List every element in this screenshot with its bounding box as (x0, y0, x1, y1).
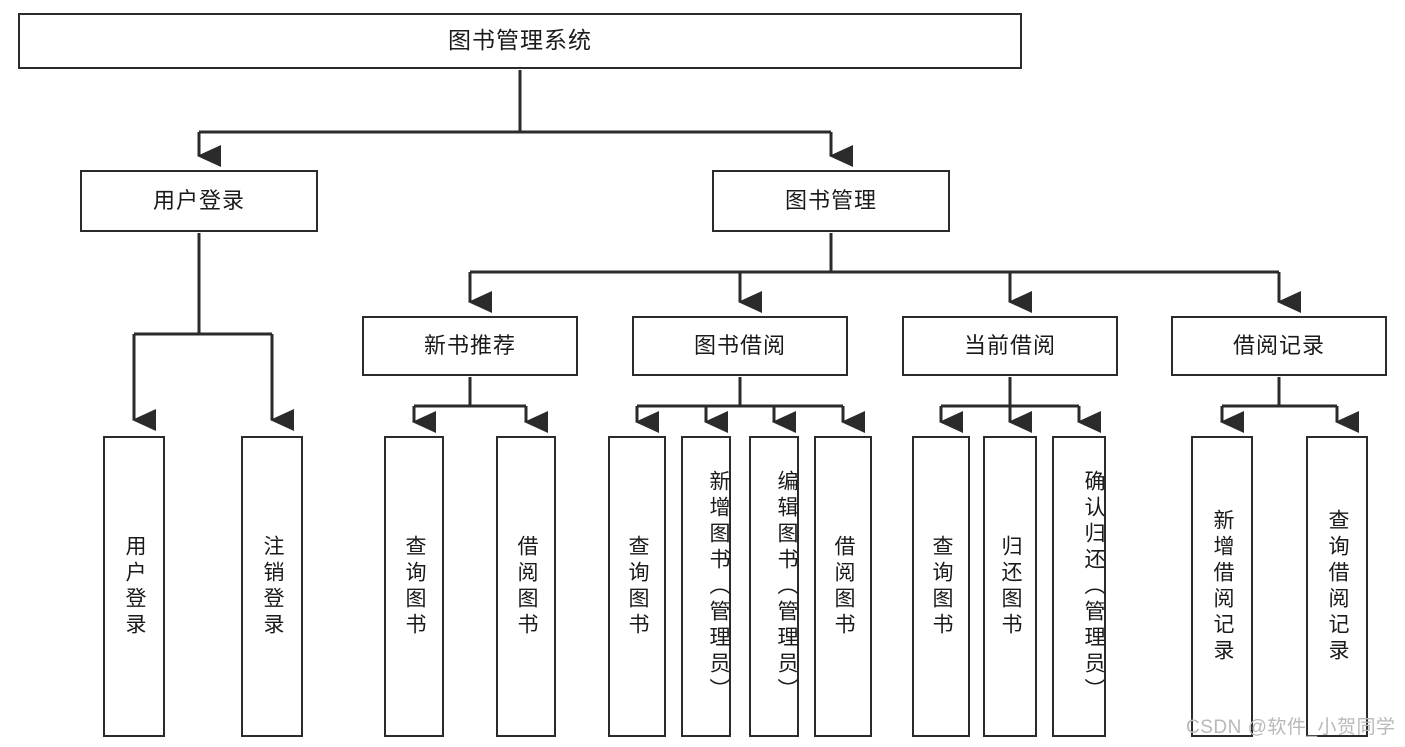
leaf-user-login[interactable]: 用户登录 (103, 436, 165, 737)
node-label: 图书管理系统 (448, 27, 592, 54)
node-label: 借阅图书 (515, 534, 539, 639)
node-label: 查询图书 (626, 534, 650, 639)
node-current-borrow[interactable]: 当前借阅 (902, 316, 1118, 376)
leaf-edit-book[interactable]: 编辑图书（管理员） (749, 436, 799, 737)
leaf-query-book-2[interactable]: 查询图书 (608, 436, 666, 737)
node-label: 查询图书 (403, 534, 427, 639)
leaf-confirm-return[interactable]: 确认归还（管理员） (1052, 436, 1106, 737)
node-borrow-record[interactable]: 借阅记录 (1171, 316, 1387, 376)
leaf-user-logout[interactable]: 注销登录 (241, 436, 303, 737)
node-label: 查询图书 (930, 534, 954, 639)
node-label: 查询借阅记录 (1326, 508, 1350, 665)
node-label: 归还图书 (999, 534, 1023, 639)
leaf-query-book-1[interactable]: 查询图书 (384, 436, 444, 737)
node-label: 借阅记录 (1232, 332, 1325, 358)
node-label: 图书管理 (784, 187, 877, 213)
node-label: 编辑图书（管理员） (775, 469, 798, 704)
leaf-add-record[interactable]: 新增借阅记录 (1191, 436, 1253, 737)
leaf-borrow-book-2[interactable]: 借阅图书 (814, 436, 872, 737)
node-root-system[interactable]: 图书管理系统 (18, 13, 1022, 69)
leaf-query-book-3[interactable]: 查询图书 (912, 436, 970, 737)
node-label: 当前借阅 (963, 332, 1056, 358)
node-label: 新增图书（管理员） (707, 469, 730, 704)
leaf-borrow-book-1[interactable]: 借阅图书 (496, 436, 556, 737)
leaf-query-record[interactable]: 查询借阅记录 (1306, 436, 1368, 737)
node-label: 新书推荐 (423, 332, 516, 358)
node-label: 用户登录 (123, 534, 147, 639)
node-label: 用户登录 (152, 187, 245, 213)
leaf-return-book[interactable]: 归还图书 (983, 436, 1037, 737)
node-new-book-recommend[interactable]: 新书推荐 (362, 316, 578, 376)
node-book-management[interactable]: 图书管理 (712, 170, 950, 232)
node-user-login[interactable]: 用户登录 (80, 170, 318, 232)
node-label: 确认归还（管理员） (1082, 469, 1105, 704)
node-label: 借阅图书 (832, 534, 856, 639)
node-label: 图书借阅 (693, 332, 786, 358)
node-book-borrow[interactable]: 图书借阅 (632, 316, 848, 376)
leaf-add-book[interactable]: 新增图书（管理员） (681, 436, 731, 737)
node-label: 新增借阅记录 (1211, 508, 1235, 665)
node-label: 注销登录 (261, 534, 285, 639)
